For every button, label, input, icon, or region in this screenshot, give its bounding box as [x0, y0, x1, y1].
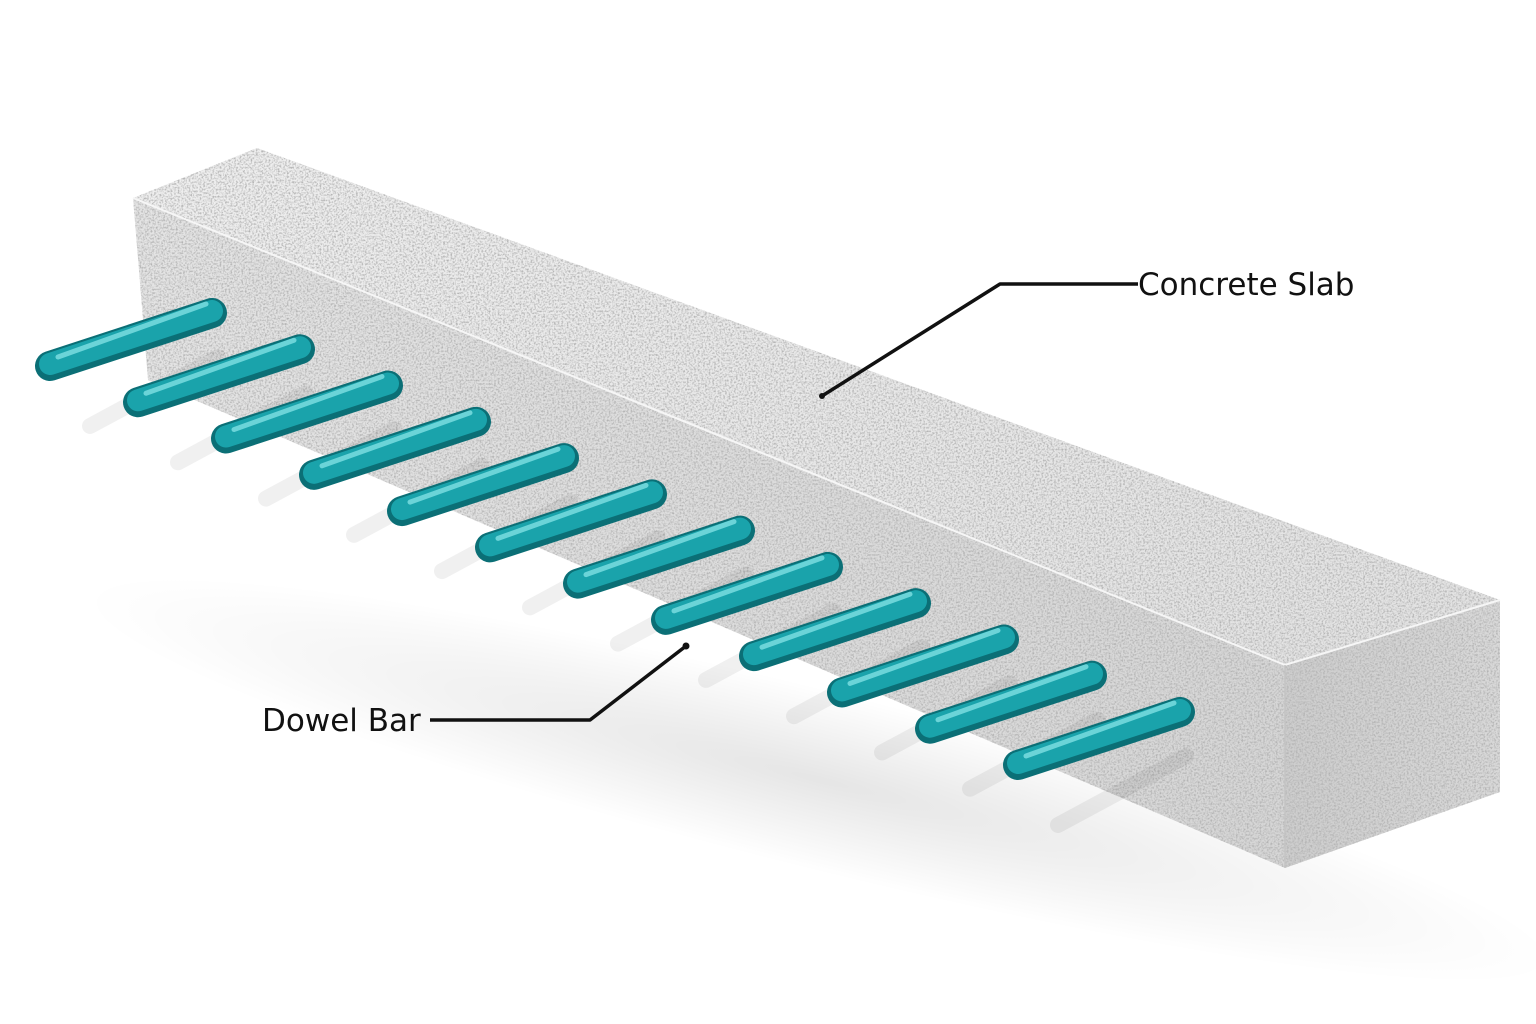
concrete-slab-label: Concrete Slab	[1138, 267, 1355, 303]
slab-leader-dot	[819, 393, 825, 399]
dowel-leader-line	[430, 644, 688, 722]
dowel-bars	[35, 298, 1195, 833]
dowel-bar-label: Dowel Bar	[262, 703, 421, 739]
dowel-leader-dot	[682, 642, 690, 650]
floor-shadow	[82, 576, 1536, 984]
slab-leader-line	[821, 282, 1138, 398]
slab-top-face	[133, 148, 1500, 665]
dowel-bar	[1003, 697, 1195, 833]
slab-end-face	[1285, 600, 1500, 868]
